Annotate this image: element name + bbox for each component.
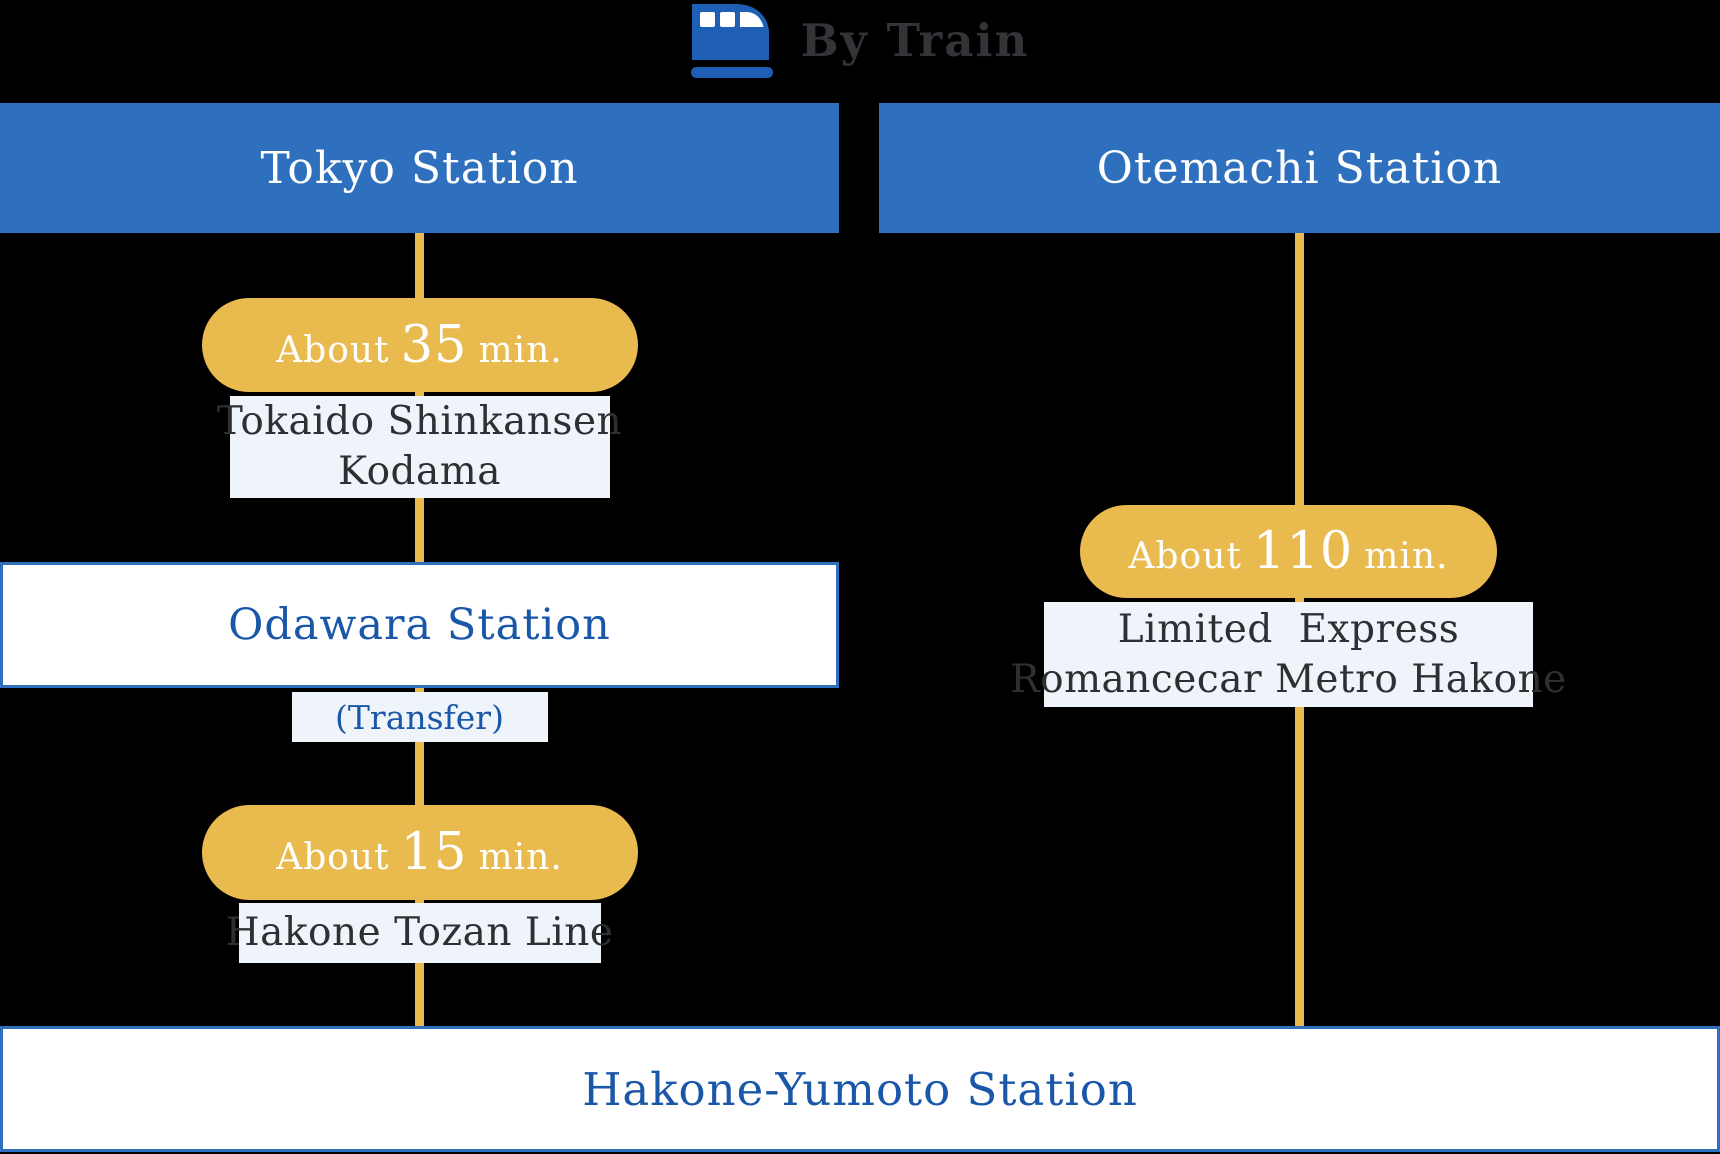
duration-minutes: 35 [400,315,468,375]
via-station-odawara: Odawara Station [0,562,839,688]
duration-prefix: About [1128,536,1242,577]
origin-station-otemachi: Otemachi Station [879,103,1720,233]
transfer-note-label: (Transfer) [335,697,504,737]
diagram-header: By Train [0,0,1720,80]
train-line-name-line1: Tokaido Shinkansen [216,399,623,444]
duration-minutes: 110 [1252,522,1354,581]
duration-unit: min. [478,329,563,371]
duration-prefix: About [276,837,390,878]
duration-minutes: 15 [400,823,468,882]
origin-station-otemachi-label: Otemachi Station [1096,142,1503,194]
train-line-name-line1: Limited Express [1117,606,1460,652]
train-line-hakone-tozan: Hakone Tozan Line [226,903,613,963]
train-icon [690,4,773,78]
train-line-name-line2: Romancecar Metro Hakone [1010,656,1567,702]
origin-station-tokyo-label: Tokyo Station [260,142,579,194]
duration-unit: min. [478,837,563,878]
via-station-odawara-label: Odawara Station [228,600,611,650]
duration-unit: min. [1364,536,1449,577]
destination-station-hakone-yumoto: Hakone-Yumoto Station [0,1026,1720,1152]
transfer-note: (Transfer) [291,692,548,742]
destination-station-label: Hakone-Yumoto Station [582,1062,1138,1116]
origin-station-tokyo: Tokyo Station [0,103,839,233]
page-title: By Train [800,13,1030,67]
train-line-romancecar: Limited Express Romancecar Metro Hakone [1010,602,1566,707]
train-line-tokaido-shinkansen: Tokaido Shinkansen Kodama [217,396,622,498]
train-line-name-line1: Hakone Tozan Line [225,910,614,955]
duration-prefix: About [276,329,390,371]
train-line-name-line2: Kodama [337,449,502,494]
